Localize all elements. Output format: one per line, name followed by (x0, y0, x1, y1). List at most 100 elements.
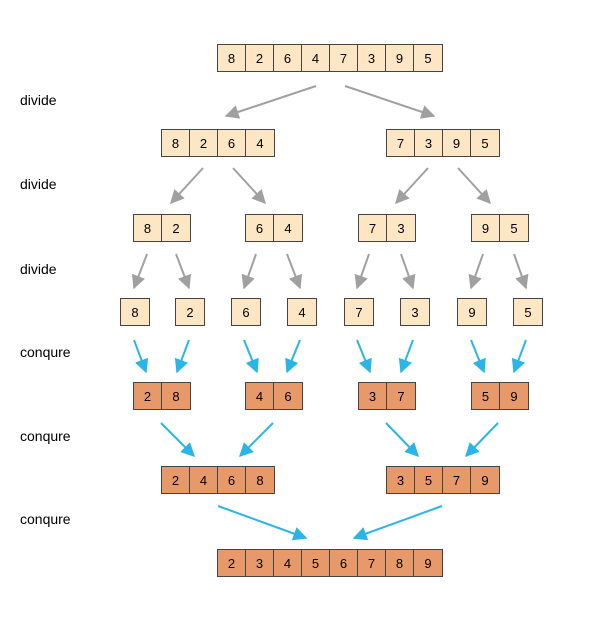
array-cell: 4 (274, 550, 302, 576)
array-cell: 6 (218, 130, 246, 156)
array-cell: 6 (218, 467, 246, 493)
array-cell: 2 (162, 215, 190, 241)
array-single: 5 (513, 298, 543, 326)
array-cell: 9 (443, 130, 471, 156)
arrow-conquer (160, 422, 195, 457)
arrow-divide (395, 167, 429, 205)
arrow-conquer (356, 339, 372, 374)
array-cell: 8 (162, 383, 190, 409)
arrow-divide (344, 85, 436, 119)
array-cell: 5 (472, 383, 500, 409)
arrow-divide (400, 253, 416, 290)
array-cell: 3 (401, 299, 429, 325)
step-label-divide: divide (20, 176, 57, 192)
array-cell: 8 (218, 45, 246, 71)
array-cell: 3 (387, 467, 415, 493)
arrow-divide (457, 167, 491, 205)
array-cell: 6 (246, 215, 274, 241)
arrow-conquer (285, 339, 301, 374)
array-cell: 4 (274, 215, 302, 241)
array-cell: 5 (471, 130, 499, 156)
array-cell: 2 (134, 383, 162, 409)
array-cell: 2 (162, 467, 190, 493)
arrow-divide (286, 253, 303, 290)
array-cell: 7 (359, 215, 387, 241)
arrow-conquer (470, 339, 486, 374)
array-cell: 2 (176, 299, 204, 325)
array-cell: 4 (190, 467, 218, 493)
array-single: 2 (175, 298, 205, 326)
array-cell: 5 (414, 45, 442, 71)
arrow-divide (241, 253, 257, 290)
array-cell: 3 (246, 550, 274, 576)
arrow-conquer (174, 339, 190, 374)
arrow-divide (224, 85, 317, 119)
arrow-divide (232, 167, 266, 205)
arrow-divide (170, 167, 204, 205)
array-cell: 3 (359, 383, 387, 409)
step-label-conqure: conqure (20, 344, 71, 360)
array-cell: 9 (500, 383, 528, 409)
arrow-conquer (133, 339, 149, 374)
arrow-divide (175, 253, 192, 290)
array-cell: 7 (443, 467, 471, 493)
array-cell: 6 (274, 383, 302, 409)
arrow-conquer (239, 422, 274, 457)
array-cell: 3 (358, 45, 386, 71)
array-cell: 9 (472, 215, 500, 241)
array-cell: 6 (232, 299, 260, 325)
arrow-divide (513, 253, 529, 290)
array-cell: 8 (386, 550, 414, 576)
array-single: 7 (344, 298, 374, 326)
array-cell: 5 (415, 467, 443, 493)
array-cell: 4 (246, 383, 274, 409)
array-cell: 8 (134, 215, 162, 241)
array-cell: 2 (246, 45, 274, 71)
arrow-conquer (385, 422, 419, 458)
array-cell: 5 (500, 215, 528, 241)
array-cell: 9 (386, 45, 414, 71)
array-single: 9 (457, 298, 487, 326)
arrow-conquer (511, 339, 527, 374)
step-label-divide: divide (20, 92, 57, 108)
array-cell: 2 (218, 550, 246, 576)
array-cell: 8 (121, 299, 149, 325)
array-cell: 6 (330, 550, 358, 576)
step-label-divide: divide (20, 261, 57, 277)
array-cell: 6 (274, 45, 302, 71)
array-cell: 4 (246, 130, 274, 156)
array-cell: 5 (514, 299, 542, 325)
array-cell: 9 (458, 299, 486, 325)
arrow-divide (131, 253, 148, 290)
array-cell: 7 (387, 383, 415, 409)
array-cell: 5 (302, 550, 330, 576)
array-single: 3 (400, 298, 430, 326)
array-cell: 7 (330, 45, 358, 71)
array-cell: 8 (246, 467, 274, 493)
arrow-divide (354, 253, 370, 290)
array-cell: 4 (302, 45, 330, 71)
arrow-divide (468, 253, 484, 290)
arrow-conquer (465, 422, 499, 458)
array-cell: 7 (387, 130, 415, 156)
arrow-conquer (352, 505, 443, 541)
array-single: 8 (120, 298, 150, 326)
step-label-conqure: conqure (20, 511, 71, 527)
array-cell: 3 (415, 130, 443, 156)
array-cell: 9 (471, 467, 499, 493)
step-label-conqure: conqure (20, 428, 71, 444)
